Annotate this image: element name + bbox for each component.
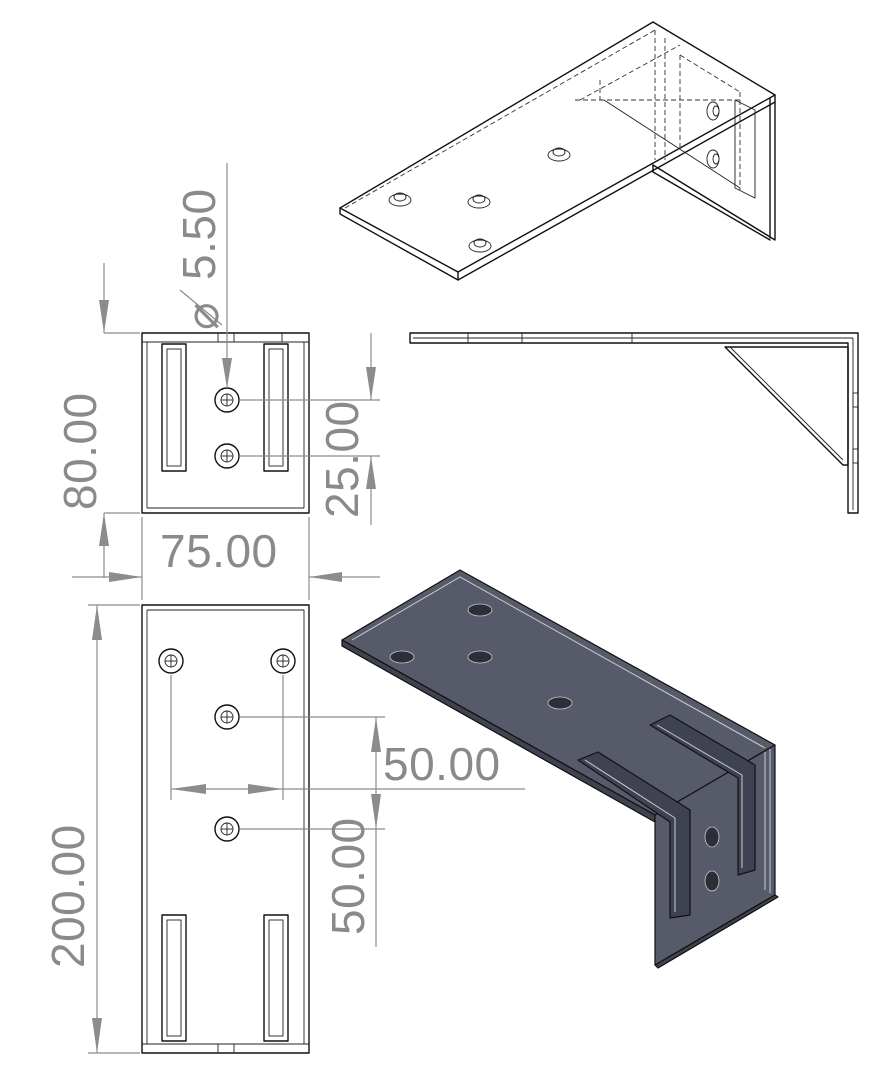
hole-diameter-label: 5.50 <box>173 188 225 280</box>
dimension-vertical-hole-spacing: 50.00 <box>240 716 385 947</box>
dimension-top-hole-spacing: 25.00 <box>240 333 380 525</box>
dimension-hole-diameter: ⌀ 5.50 <box>173 163 232 388</box>
horizontal-hole-spacing-label: 50.00 <box>383 738 501 790</box>
dimension-horizontal-hole-spacing: 50.00 <box>170 675 525 800</box>
isometric-wireframe-view <box>339 21 776 281</box>
top-height-label: 80.00 <box>54 392 106 510</box>
side-view <box>409 332 859 514</box>
dimension-top-height: 80.00 <box>54 263 140 578</box>
top-width-label: 75.00 <box>160 525 278 577</box>
vertical-hole-spacing-label: 50.00 <box>322 817 374 935</box>
dimension-top-width: 75.00 <box>72 517 380 600</box>
length-label: 200.00 <box>42 824 94 968</box>
dimension-length: 200.00 <box>42 604 140 1054</box>
shaded-isometric-view <box>341 569 779 969</box>
top-hole-spacing-label: 25.00 <box>316 400 368 518</box>
diameter-symbol: ⌀ <box>176 302 228 330</box>
